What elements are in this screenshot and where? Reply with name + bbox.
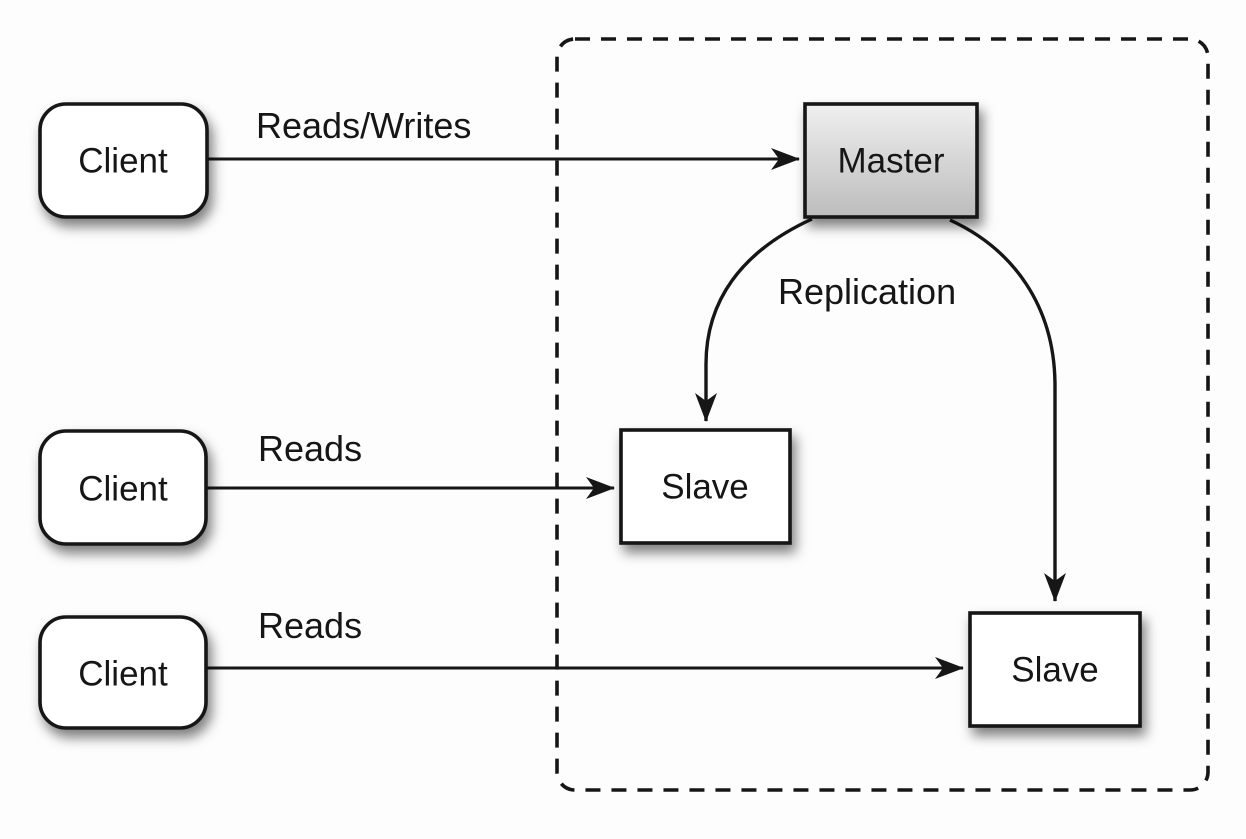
node-client-1-box	[38, 102, 209, 219]
edge-master-slave2-curve	[949, 218, 1066, 602]
edge-label-reads-1: Reads	[258, 428, 362, 469]
edge-client2-slave1: Reads	[205, 428, 615, 499]
node-client-1-label: Client	[78, 142, 168, 181]
node-client-2-label: Client	[78, 470, 168, 509]
edge-master-slaves: Replication	[695, 217, 1066, 602]
edge-label-reads-writes: Reads/Writes	[256, 105, 471, 146]
node-slave-1: Slave	[619, 428, 792, 545]
node-slave-1-label: Slave	[661, 468, 749, 507]
replication-boundary-box	[555, 37, 1210, 792]
node-client-2: Client	[38, 429, 208, 546]
edge-client1-master: Reads/Writes	[207, 105, 800, 170]
node-master-label: Master	[838, 142, 945, 181]
node-slave-2-label: Slave	[1011, 651, 1099, 690]
node-slave-2: Slave	[968, 611, 1142, 728]
node-client-3: Client	[38, 615, 208, 730]
node-slave-1-box	[619, 428, 792, 545]
edge-client3-slave2: Reads	[205, 605, 964, 679]
edge-master-slave1-curve	[695, 217, 813, 422]
node-client-3-label: Client	[78, 655, 168, 694]
node-slave-2-box	[968, 611, 1142, 728]
node-client-1: Client	[38, 102, 209, 219]
node-master-box	[803, 102, 979, 219]
node-client-2-box	[38, 429, 208, 546]
edge-label-replication: Replication	[778, 271, 956, 312]
edge-label-reads-2: Reads	[258, 605, 362, 646]
node-master: Master	[803, 102, 979, 219]
node-client-3-box	[38, 615, 208, 730]
